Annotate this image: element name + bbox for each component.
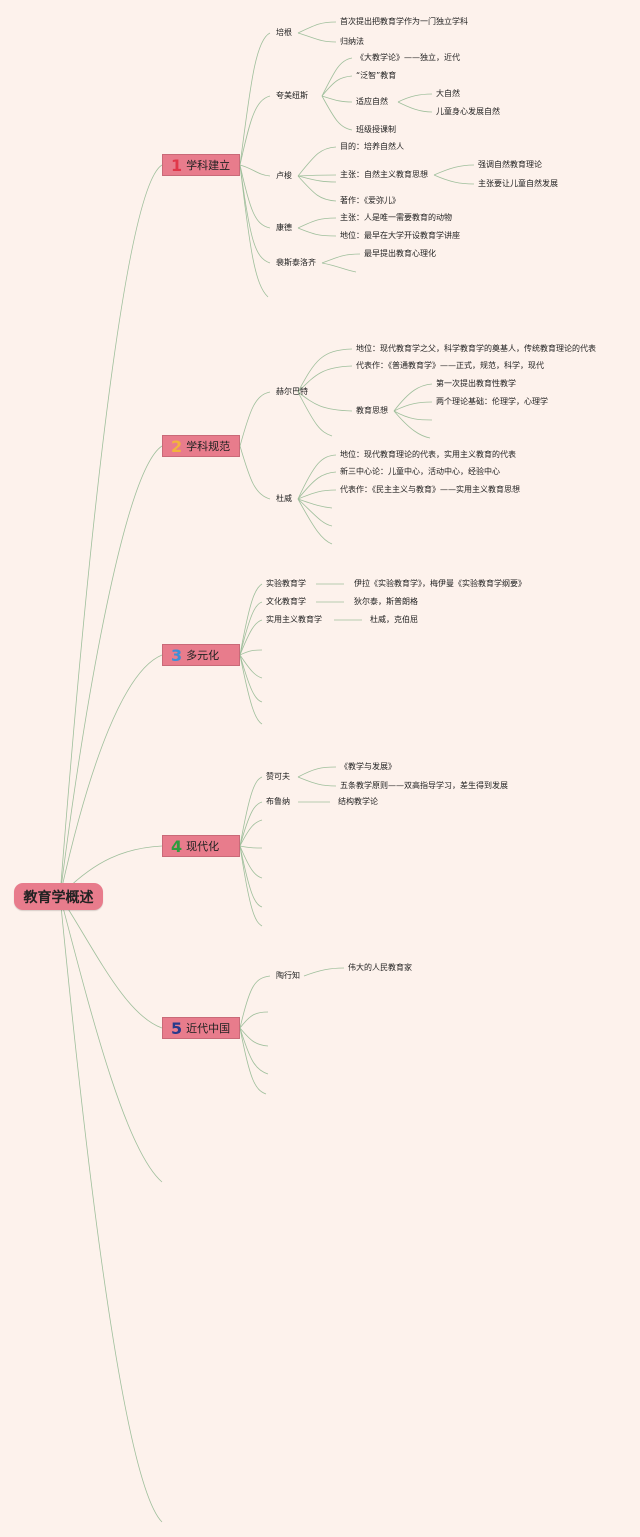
- node-kmns[interactable]: 夸美纽斯: [276, 91, 308, 100]
- node-lusuo[interactable]: 卢梭: [276, 171, 292, 180]
- node-kmns-2[interactable]: “泛智”教育: [356, 71, 397, 80]
- node-lusuo-2a[interactable]: 强调自然教育理论: [478, 160, 542, 169]
- branch-5[interactable]: 5 近代中国: [162, 1017, 240, 1039]
- node-kangde-1[interactable]: 主张：人是唯一需要教育的动物: [340, 213, 452, 222]
- node-peigen-2[interactable]: 归纳法: [340, 37, 364, 46]
- node-kangde[interactable]: 康德: [276, 223, 292, 232]
- node-kmns-3[interactable]: 适应自然: [356, 97, 388, 106]
- branch-1-label: 学科建立: [186, 159, 231, 172]
- node-kmns-4[interactable]: 班级授课制: [356, 125, 396, 134]
- node-peigen[interactable]: 培根: [276, 28, 292, 37]
- root-node[interactable]: 教育学概述: [14, 883, 103, 910]
- node-zkf[interactable]: 赞可夫: [266, 772, 290, 781]
- node-bln[interactable]: 布鲁纳: [266, 797, 290, 806]
- node-syjyx[interactable]: 实验教育学: [266, 579, 306, 588]
- node-peigen-1[interactable]: 首次提出把教育学作为一门独立学科: [340, 17, 468, 26]
- node-lusuo-3[interactable]: 著作：《爱弥儿》: [340, 196, 400, 205]
- node-psltq-1[interactable]: 最早提出教育心理化: [364, 249, 436, 258]
- node-hebt-1[interactable]: 地位：现代教育学之父，科学教育学的奠基人，传统教育理论的代表: [356, 344, 596, 353]
- branch-3-number: 3: [171, 645, 183, 665]
- node-duwei-1[interactable]: 地位：现代教育理论的代表，实用主义教育的代表: [340, 450, 516, 459]
- node-zkf-2[interactable]: 五条教学原则——双高指导学习，差生得到发展: [340, 781, 508, 790]
- branch-2-label: 学科规范: [186, 440, 231, 453]
- node-duwei-3[interactable]: 代表作：《民主主义与教育》——实用主义教育思想: [340, 485, 520, 494]
- branch-2[interactable]: 2 学科规范: [162, 435, 240, 457]
- node-txz-1[interactable]: 伟大的人民教育家: [348, 963, 412, 972]
- node-txz[interactable]: 陶行知: [276, 971, 300, 980]
- root-label: 教育学概述: [23, 889, 94, 906]
- node-hebt-3a[interactable]: 第一次提出教育性教学: [436, 379, 516, 388]
- branch-3-label: 多元化: [186, 649, 220, 662]
- node-syzy[interactable]: 实用主义教育学: [266, 615, 322, 624]
- node-hebt-3[interactable]: 教育思想: [356, 406, 388, 415]
- node-syjyx-1[interactable]: 伊拉《实验教育学》，梅伊曼《实验教育学纲要》: [354, 579, 526, 588]
- branch-1-number: 1: [171, 155, 183, 175]
- node-whjyx[interactable]: 文化教育学: [266, 597, 306, 606]
- node-whjyx-1[interactable]: 狄尔泰，斯普朗格: [354, 597, 418, 606]
- node-bln-1[interactable]: 结构教学论: [338, 797, 378, 806]
- node-duwei-2[interactable]: 新三中心论：儿童中心，活动中心，经验中心: [340, 467, 500, 476]
- branch-4-number: 4: [171, 836, 183, 856]
- branch-2-number: 2: [171, 436, 183, 456]
- node-kangde-2[interactable]: 地位：最早在大学开设教育学讲座: [340, 231, 460, 240]
- branch-1[interactable]: 1 学科建立: [162, 154, 240, 176]
- node-syzy-1[interactable]: 杜威，克伯屈: [370, 615, 418, 624]
- node-duwei[interactable]: 杜威: [276, 494, 292, 503]
- branch-4-label: 现代化: [186, 840, 220, 853]
- branch-5-number: 5: [171, 1018, 183, 1038]
- node-zkf-1[interactable]: 《教学与发展》: [340, 762, 396, 771]
- node-lusuo-2[interactable]: 主张：自然主义教育思想: [340, 170, 428, 179]
- node-psltq[interactable]: 裴斯泰洛齐: [276, 258, 316, 267]
- node-hebt[interactable]: 赫尔巴特: [276, 387, 308, 396]
- node-hebt-2[interactable]: 代表作：《普通教育学》——正式，规范，科学，现代: [356, 361, 544, 370]
- node-kmns-3b[interactable]: 儿童身心发展自然: [436, 107, 500, 116]
- node-hebt-3b[interactable]: 两个理论基础：伦理学，心理学: [436, 397, 548, 406]
- node-kmns-1[interactable]: 《大教学论》——独立，近代: [356, 53, 460, 62]
- branch-4[interactable]: 4 现代化: [162, 835, 240, 857]
- branch-3[interactable]: 3 多元化: [162, 644, 240, 666]
- node-lusuo-2b[interactable]: 主张要让儿童自然发展: [478, 179, 558, 188]
- branch-5-label: 近代中国: [186, 1022, 231, 1035]
- node-kmns-3a[interactable]: 大自然: [436, 89, 460, 98]
- node-lusuo-1[interactable]: 目的：培养自然人: [340, 142, 404, 151]
